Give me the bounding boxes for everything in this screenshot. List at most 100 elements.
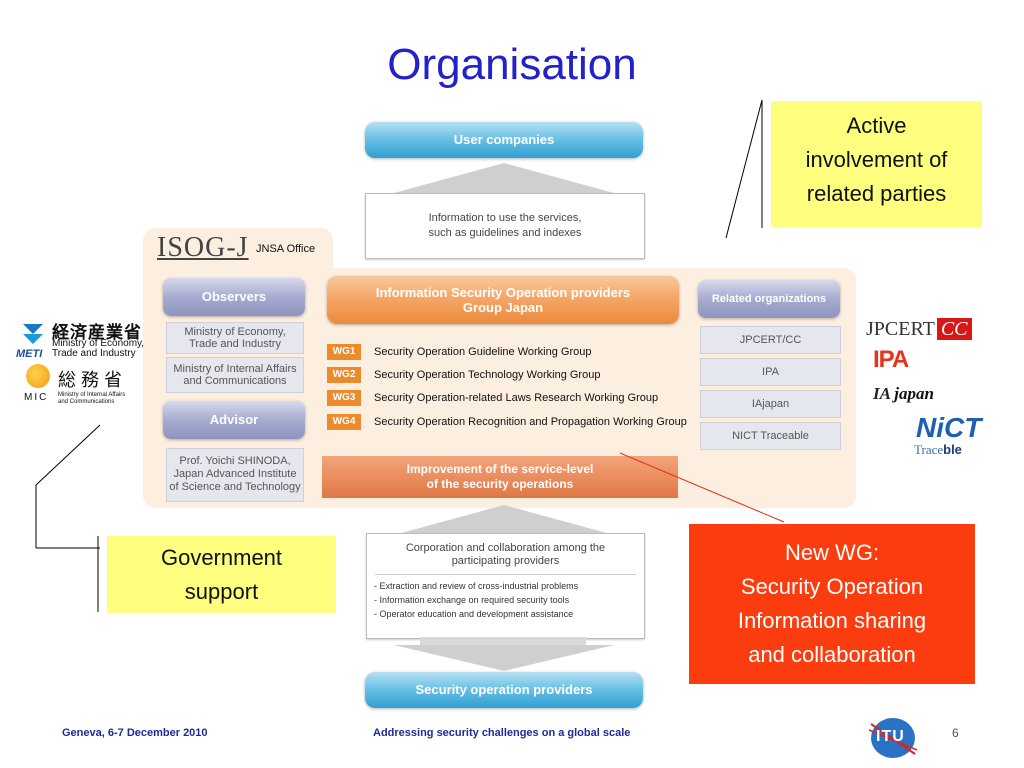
connector-active-diagonal — [725, 99, 763, 239]
mic-emblem-icon — [26, 364, 50, 388]
nict-text: NiCT — [916, 412, 982, 443]
user-companies-box: User companies — [365, 122, 643, 158]
wg4-name: Security Operation Recognition and Propa… — [374, 416, 687, 428]
advisor-line-1: Prof. Yoichi SHINODA, — [179, 455, 291, 467]
connector-gov-diagonal — [35, 424, 101, 486]
observer-mic-label: Ministry of Internal Affairs and Communi… — [173, 363, 297, 387]
wg3-name: Security Operation-related Laws Research… — [374, 392, 659, 404]
advisor-label: Advisor — [209, 412, 259, 427]
itu-text: ITU — [876, 728, 905, 745]
jpcert-cc-text: CC — [936, 318, 972, 340]
meti-english: Ministry of Economy, Trade and Industry — [52, 339, 144, 359]
callout-new-wg: New WG: Security Operation Information s… — [689, 524, 975, 684]
arrow-down-bottom — [394, 645, 614, 671]
related-nict-label: NICT Traceable — [732, 430, 809, 442]
jnsa-office-label: JNSA Office — [256, 243, 316, 255]
arrow-shaft-bottom — [420, 637, 586, 647]
group-japan-header: Information Security Operation providers… — [327, 276, 679, 324]
related-nict: NICT Traceable — [700, 422, 841, 450]
page-number: 6 — [952, 726, 959, 740]
iajapan-ia-text: IA — [873, 384, 891, 403]
observer-meti: Ministry of Economy, Trade and Industry — [166, 322, 304, 354]
mic-abbr: MIC — [24, 392, 49, 403]
related-ipa-label: IPA — [762, 366, 779, 378]
footer-center: Addressing security challenges on a glob… — [373, 727, 631, 739]
advisor-header: Advisor — [163, 401, 305, 439]
mic-kanji: 総 務 省 — [58, 370, 123, 390]
isog-logo: ISOG-J — [157, 232, 257, 266]
corporation-item-3: - Operator education and development ass… — [374, 609, 574, 619]
nict-logo: NiCT Traceble — [912, 412, 1002, 460]
mic-english-line-1: Ministry of Internal Affairs — [58, 392, 126, 398]
callout-newwg-line-1: New WG: — [784, 540, 880, 565]
info-services-line-1: Information to use the services, — [428, 212, 582, 224]
slide-title: Organisation — [387, 40, 637, 89]
corporation-box: Corporation and collaboration among the … — [366, 533, 645, 639]
meti-english-line-1: Ministry of Economy, — [52, 338, 145, 349]
callout-newwg-line-4: and collaboration — [748, 642, 916, 667]
wg4-tag: WG4 — [327, 414, 361, 430]
connector-newwg — [619, 452, 785, 523]
iajapan-japan-text: japan — [894, 384, 934, 403]
advisor-line-2: Japan Advanced Institute — [173, 468, 297, 480]
wg1-tag: WG1 — [327, 344, 361, 360]
meti-kanji: 経済産業省 — [52, 323, 142, 342]
mic-english: Ministry of Internal Affairs and Communi… — [58, 392, 125, 406]
isog-logo-text: ISOG-J — [157, 232, 249, 263]
corporation-title-line-2: participating providers — [451, 555, 560, 567]
traceable-text: Traceble — [914, 442, 962, 458]
mic-logo: 総 務 省 MIC Ministry of Internal Affairs a… — [20, 364, 150, 410]
itu-logo: ITU — [863, 714, 923, 762]
related-orgs-header: Related organizations — [698, 280, 840, 318]
arrow-up-top — [394, 163, 614, 193]
improvement-line-2: of the security operations — [426, 477, 574, 491]
advisor-box: Prof. Yoichi SHINODA, Japan Advanced Ins… — [166, 448, 304, 502]
callout-newwg-line-2: Security Operation — [740, 574, 924, 599]
related-iajapan: IAjapan — [700, 390, 841, 418]
security-providers-label: Security operation providers — [415, 682, 593, 697]
callout-government-support: Government support — [107, 536, 336, 613]
callout-active-line-3: related parties — [806, 181, 947, 206]
traceable-part-a: Trace — [914, 442, 944, 457]
wg3-tag: WG3 — [327, 390, 361, 406]
related-jpcert-label: JPCERT/CC — [739, 334, 802, 346]
improvement-box: Improvement of the service-level of the … — [322, 456, 678, 498]
itu-emblem-icon — [868, 718, 918, 758]
corporation-divider — [375, 574, 636, 575]
corporation-item-1: - Extraction and review of cross-industr… — [374, 581, 579, 591]
info-services-box: Information to use the services, such as… — [365, 193, 645, 259]
meti-english-line-2: Trade and Industry — [52, 348, 136, 359]
jpcert-text: JPCERT — [866, 318, 935, 340]
callout-gov-line-1: Government — [160, 545, 283, 570]
callout-newwg-line-3: Information sharing — [737, 608, 927, 633]
observers-label: Observers — [201, 289, 267, 304]
observer-mic: Ministry of Internal Affairs and Communi… — [166, 357, 304, 393]
security-providers-box: Security operation providers — [365, 672, 643, 708]
observer-meti-label: Ministry of Economy, Trade and Industry — [184, 326, 286, 350]
wg2-tag: WG2 — [327, 367, 361, 383]
ipa-logo: IPA — [873, 346, 909, 373]
callout-active-line-1: Active — [846, 113, 907, 138]
related-jpcert: JPCERT/CC — [700, 326, 841, 354]
group-title-line-2: Group Japan — [462, 300, 544, 315]
related-iajapan-label: IAjapan — [751, 398, 790, 410]
iajapan-logo: IA japan — [873, 384, 934, 404]
observers-header: Observers — [163, 278, 305, 316]
callout-active-involvement: Active involvement of related parties — [771, 101, 982, 227]
meti-emblem-icon — [23, 324, 43, 344]
meti-abbr: METI — [16, 348, 43, 360]
wg1-name: Security Operation Guideline Working Gro… — [374, 346, 592, 358]
meti-logo: METI 経済産業省 Ministry of Economy, Trade an… — [16, 318, 156, 362]
user-companies-label: User companies — [453, 132, 555, 147]
arrow-up-bottom — [394, 505, 614, 535]
footer-left: Geneva, 6-7 December 2010 — [62, 727, 208, 739]
related-orgs-label: Related organizations — [711, 293, 827, 305]
callout-gov-line-2: support — [184, 579, 259, 604]
traceable-part-b: ble — [943, 442, 962, 457]
group-title-line-1: Information Security Operation providers — [375, 285, 631, 300]
improvement-line-1: Improvement of the service-level — [406, 462, 594, 476]
related-ipa: IPA — [700, 358, 841, 386]
advisor-line-3: of Science and Technology — [169, 481, 301, 493]
